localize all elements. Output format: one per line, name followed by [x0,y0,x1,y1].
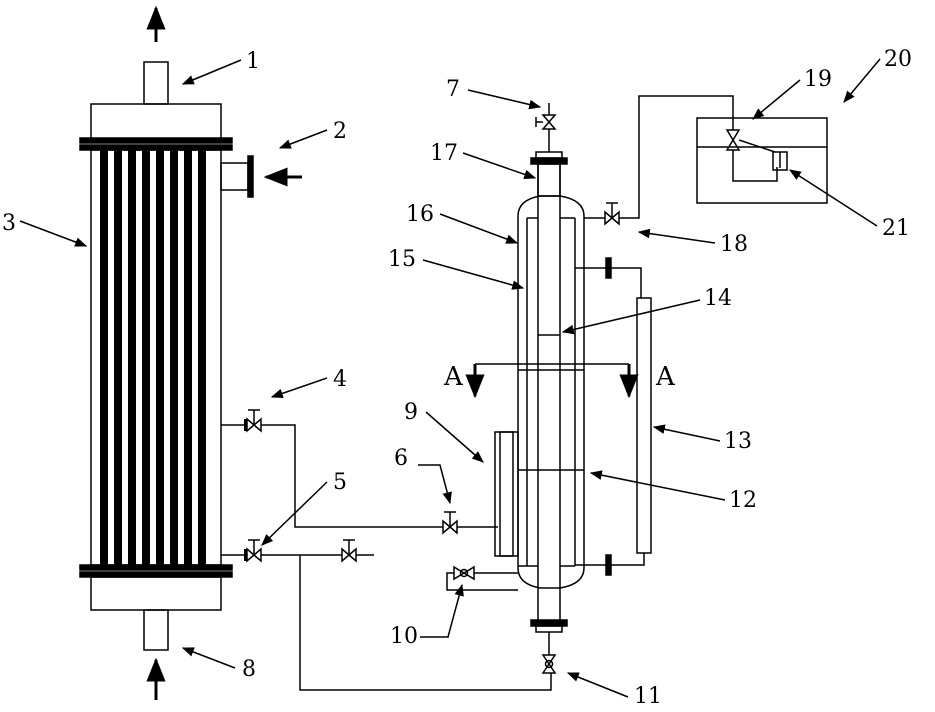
label-6: 6 [394,446,408,471]
top-head [91,104,221,140]
vessel-shell [518,196,584,588]
label-8: 8 [242,657,256,682]
label-9: 9 [404,400,418,425]
tank-20 [697,118,827,203]
top-nozzle [538,164,560,196]
top-flange [80,138,232,143]
label-2: 2 [333,119,347,144]
label-18: 18 [720,232,748,257]
valve-7 [543,115,555,129]
heat-exchanger [80,8,302,700]
label-20: 20 [884,47,912,72]
label-3: 3 [2,211,16,236]
side-inlet-nozzle [221,163,248,190]
label-7: 7 [446,77,460,102]
tube-bundle [100,150,206,565]
label-14: 14 [704,286,732,311]
bottom-head [91,577,221,610]
piping [221,410,551,690]
label-19: 19 [804,67,832,92]
section-label-right: A [655,362,676,392]
label-10: 10 [390,624,418,649]
label-1: 1 [246,49,260,74]
label-11: 11 [634,684,662,709]
vent-line [584,96,733,224]
bottom-inlet-nozzle [144,610,168,650]
recirculation-loop [447,567,518,590]
section-label-left: A [443,362,464,392]
label-17: 17 [430,141,458,166]
top-outlet-nozzle [144,62,168,104]
bottom-flange [80,565,232,570]
external-pipe [575,258,651,575]
reactor-column [518,103,584,673]
tank [697,118,827,203]
side-inlet-flange [248,156,253,197]
pipe-13 [637,298,651,553]
label-21: 21 [882,216,910,241]
side-heater [495,432,518,556]
label-5: 5 [333,470,347,495]
label-12: 12 [729,488,757,513]
label-4: 4 [333,367,347,392]
label-16: 16 [406,202,434,227]
label-15: 15 [388,247,416,272]
label-13: 13 [724,429,752,454]
